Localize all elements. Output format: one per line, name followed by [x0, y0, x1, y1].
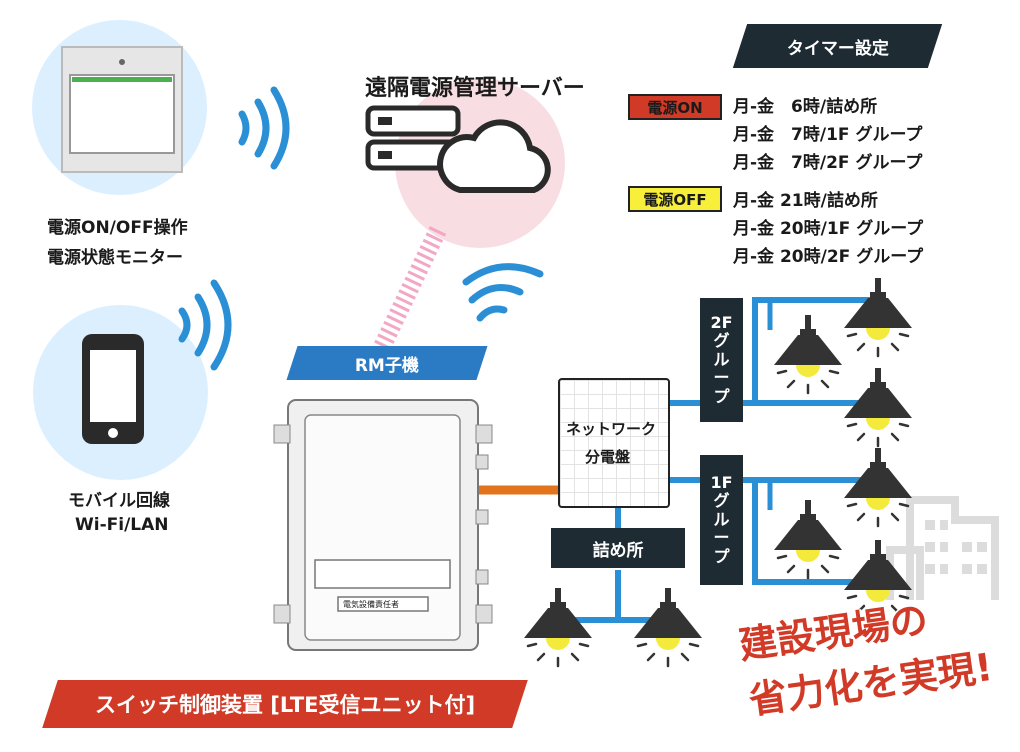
- building-icon: [886, 496, 999, 600]
- power-on-tag: 電源ON: [628, 94, 722, 120]
- group-2f-char3: ー: [713, 368, 730, 388]
- lamp-2f-1: [842, 276, 914, 358]
- device-plate-label: 電気設備責任者: [343, 600, 399, 609]
- lamp-2f-2: [772, 313, 844, 395]
- office-label: 詰め所: [551, 528, 685, 568]
- timer-on-row: 月-金 7時/1F グループ: [733, 125, 923, 145]
- wifi-signal-icon: [178, 279, 232, 371]
- timer-off-row: 月-金 21時/詰め所: [733, 191, 878, 211]
- group-2f-char1: グ: [713, 331, 730, 351]
- mobile-caption-line1: モバイル回線: [68, 491, 170, 511]
- wifi-signal-icon: [462, 263, 544, 322]
- timer-title: タイマー設定: [786, 38, 889, 59]
- group-1f-char2: ル: [713, 509, 730, 529]
- group-2f-char4: プ: [713, 386, 730, 406]
- group-1f-label: 1F グ ル ー プ: [700, 455, 743, 585]
- group-1f-char4: プ: [713, 546, 730, 566]
- server-link-stripe: [373, 226, 447, 351]
- pc-caption-line2: 電源状態モニター: [47, 248, 183, 268]
- control-panel-device-icon: [61, 46, 183, 173]
- lamp-1f-2: [772, 498, 844, 580]
- pc-caption-line1: 電源ON/OFF操作: [47, 218, 188, 238]
- switch-control-box: [273, 399, 493, 651]
- group-1f-char1: グ: [713, 491, 730, 511]
- network-panel-line1: ネットワーク: [566, 420, 657, 438]
- group-2f-floor: 2F: [710, 313, 733, 333]
- lamp-1f-1: [842, 446, 914, 528]
- smartphone-icon: [82, 334, 144, 444]
- group-2f-char2: ル: [713, 349, 730, 369]
- timer-off-row: 月-金 20時/2F グループ: [733, 247, 924, 267]
- network-distribution-panel: [558, 378, 670, 508]
- group-1f-char3: ー: [713, 528, 730, 548]
- group-2f-label: 2F グ ル ー プ: [700, 298, 743, 422]
- server-icon: [365, 105, 551, 193]
- group-1f-floor: 1F: [710, 473, 733, 493]
- timer-title-banner: タイマー設定: [732, 24, 943, 68]
- wifi-signal-icon: [238, 86, 290, 170]
- mobile-caption-line2: Wi-Fi/LAN: [75, 515, 169, 535]
- timer-off-row: 月-金 20時/1F グループ: [733, 219, 924, 239]
- lamp-office-2: [632, 586, 704, 668]
- timer-on-row: 月-金 6時/詰め所: [733, 97, 878, 117]
- lamp-office-1: [522, 586, 594, 668]
- network-panel-line2: 分電盤: [585, 448, 631, 466]
- server-title: 遠隔電源管理サーバー: [365, 76, 585, 101]
- timer-on-row: 月-金 7時/2F グループ: [733, 153, 923, 173]
- power-off-tag: 電源OFF: [628, 186, 722, 212]
- lamp-2f-3: [842, 366, 914, 448]
